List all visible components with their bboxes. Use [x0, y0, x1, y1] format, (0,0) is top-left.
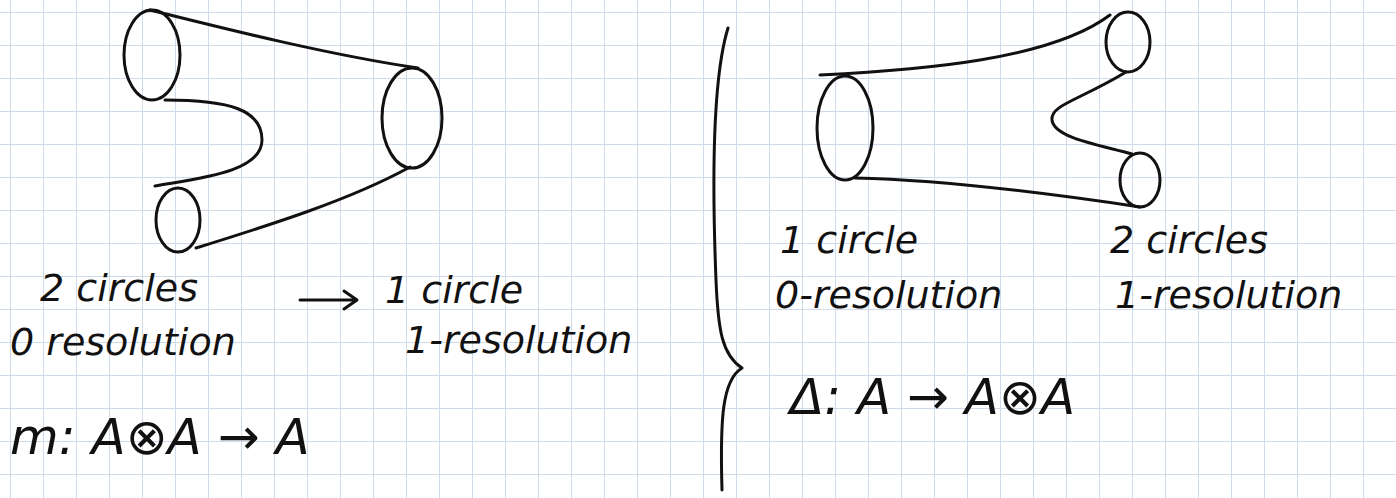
surface-edge [1052, 72, 1132, 154]
handwritten-note: 2 circles [1110, 220, 1268, 262]
surface-edge [855, 178, 1140, 207]
map-formula: m: A⊗A → A [10, 410, 310, 465]
handwritten-note: 1 circle [780, 220, 918, 262]
boundary-circle [124, 10, 180, 100]
handwritten-note: 1-resolution [1115, 275, 1342, 317]
boundary-circle [382, 68, 442, 168]
handwritten-note: 0 resolution [10, 322, 236, 364]
surface-edge [820, 15, 1110, 75]
divider-bracket [714, 28, 742, 490]
handwritten-note: 1-resolution [405, 320, 632, 362]
boundary-circle [1120, 153, 1160, 207]
map-formula: Δ: A → A⊗A [790, 370, 1075, 425]
surface-edge [196, 167, 410, 248]
handwritten-note: 2 circles [40, 268, 198, 310]
boundary-circle [1106, 12, 1150, 72]
arrow-symbol [300, 291, 357, 309]
boundary-circle [156, 188, 200, 252]
surface-edge [150, 10, 418, 68]
handwritten-note: 1 circle [385, 270, 523, 312]
surface-edge [155, 100, 262, 186]
handwritten-note: 0-resolution [775, 275, 1002, 317]
boundary-circle [817, 76, 873, 180]
